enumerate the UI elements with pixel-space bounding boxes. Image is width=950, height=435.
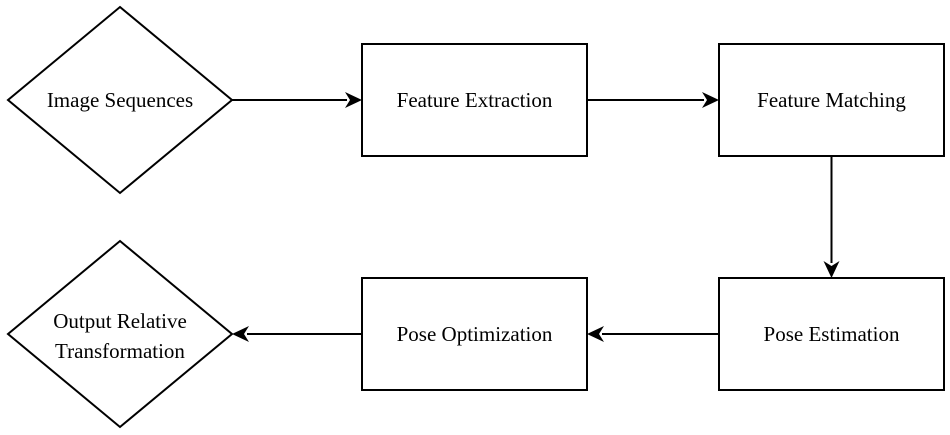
node-label: Feature Extraction: [397, 88, 553, 112]
arrowhead-icon: [232, 326, 249, 342]
arrow-pose-estimation-to-pose-optimization: [587, 326, 719, 342]
node-pose-estimation: Pose Estimation: [718, 277, 945, 391]
node-output-relative-transformation: Output Relative Transformation: [6, 239, 234, 429]
diamond-shape: [6, 5, 234, 195]
arrowhead-icon: [823, 261, 840, 278]
arrowhead-icon: [702, 92, 719, 108]
node-feature-extraction: Feature Extraction: [361, 43, 588, 157]
rectangle-shape: [718, 277, 945, 391]
arrowhead-icon: [587, 326, 604, 342]
arrowhead-icon: [345, 92, 362, 108]
arrow-image-sequences-to-feature-extraction: [232, 92, 362, 108]
edges-layer: [232, 92, 840, 342]
node-label: Feature Matching: [757, 88, 906, 112]
rectangle-shape: [361, 277, 588, 391]
node-label: Pose Optimization: [397, 322, 553, 346]
node-image-sequences: Image Sequences: [6, 5, 234, 195]
arrow-pose-optimization-to-output-relative-transformation: [232, 326, 362, 342]
arrow-feature-matching-to-pose-estimation: [823, 156, 840, 278]
node-label-line-2: Transformation: [55, 339, 185, 363]
rectangle-shape: [718, 43, 945, 157]
node-label: Pose Estimation: [764, 322, 900, 346]
rectangle-shape: [361, 43, 588, 157]
node-feature-matching: Feature Matching: [718, 43, 945, 157]
node-pose-optimization: Pose Optimization: [361, 277, 588, 391]
node-label: Image Sequences: [47, 88, 193, 112]
arrow-feature-extraction-to-feature-matching: [587, 92, 719, 108]
node-label-line-1: Output Relative: [53, 309, 187, 333]
diamond-shape: [6, 239, 234, 429]
